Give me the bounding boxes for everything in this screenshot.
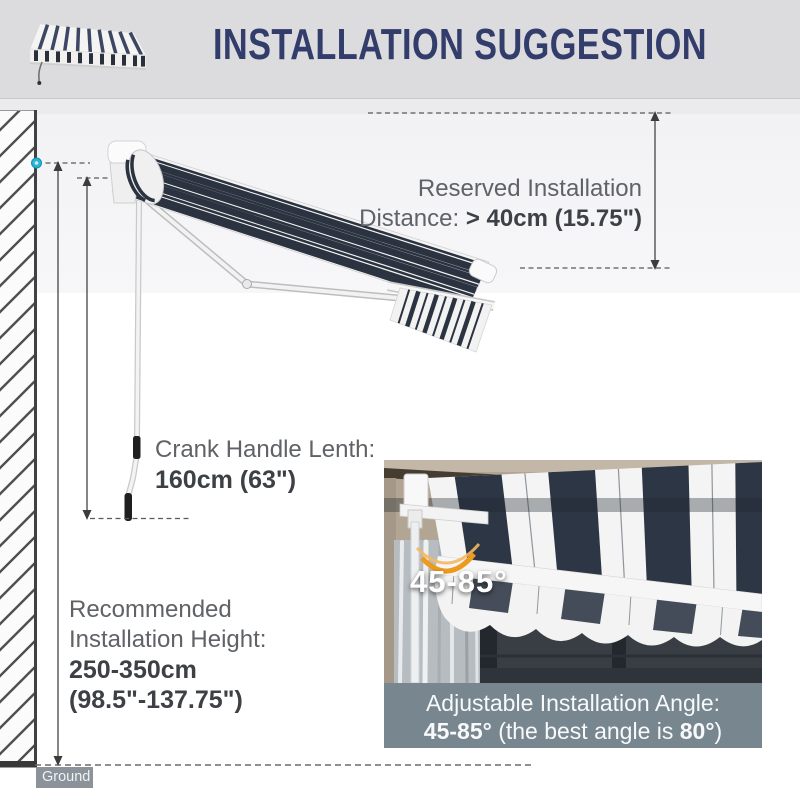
reserved-distance-value: > 40cm (15.75") [465, 205, 642, 232]
angle-arc-icon [420, 552, 476, 574]
caption-best-angle: 80° [679, 718, 715, 744]
reserved-distance-annotation: Reserved Installation Distance: > 40cm (… [359, 174, 642, 234]
install-height-line1: Recommended [69, 596, 232, 623]
ground-badge: Ground [36, 767, 93, 788]
crank-handle-annotation: Crank Handle Lenth: 160cm (63") [155, 435, 375, 495]
dimension-arrows [31, 111, 672, 766]
page-title: INSTALLATION SUGGESTION [213, 20, 707, 69]
reserved-distance-line1: Reserved Installation [417, 175, 642, 202]
caption-line1: Adjustable Installation Angle: [425, 690, 721, 716]
wall-hatched [0, 110, 37, 768]
install-height-line2: Installation Height: [69, 626, 267, 653]
install-height-value2: (98.5"-137.75") [69, 686, 243, 714]
install-height-annotation: Recommended Installation Height: 250-350… [69, 595, 266, 715]
crank-handle-value: 160cm (63") [155, 466, 297, 494]
inset-caption: Adjustable Installation Angle: 45-85° (t… [384, 683, 762, 748]
header-band: INSTALLATION SUGGESTION [0, 0, 800, 99]
crank-handle-label: Crank Handle Lenth: [155, 436, 376, 463]
reserved-distance-label: Distance: [359, 205, 466, 232]
install-height-value1: 250-350cm [69, 656, 197, 684]
caption-angle-range: 45-85° [423, 718, 492, 744]
angle-badge: 45-85° [410, 564, 508, 599]
awning-side-view [107, 140, 498, 521]
striped-awning-icon [29, 23, 147, 85]
background-band [0, 99, 800, 114]
angle-inset-photo: 45-85° Adjustable Installation Angle: 45… [384, 460, 762, 748]
